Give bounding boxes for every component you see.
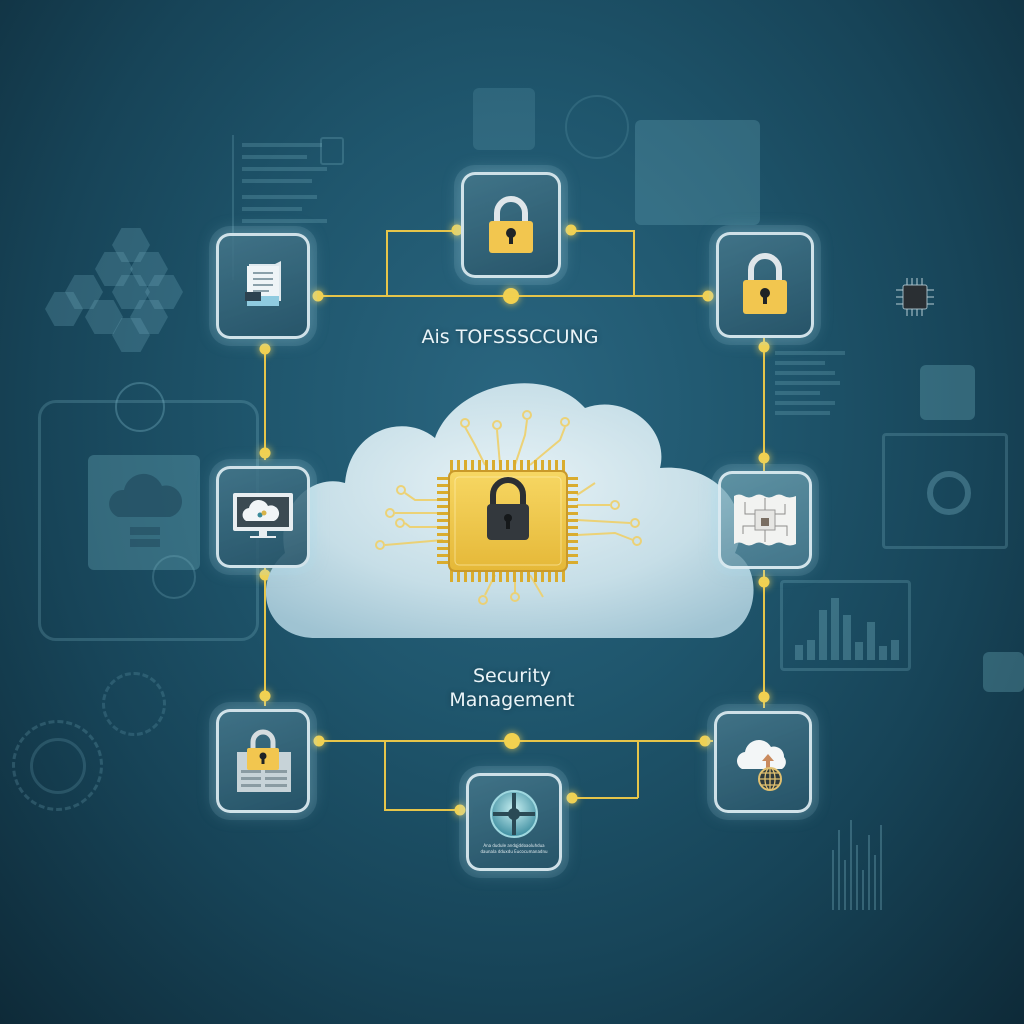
connector-top-bracket-left-h — [386, 230, 458, 232]
node-padlock-top[interactable] — [461, 172, 561, 278]
bg-bar-chart — [780, 580, 911, 671]
connector-dot — [503, 288, 519, 304]
node-circuit-board[interactable] — [718, 471, 812, 569]
node-caption: Ana dudule andqjddoaoluhdua daunala ddux… — [480, 843, 548, 854]
connector-dot — [758, 341, 770, 353]
title-bottom: Security Management — [412, 664, 612, 712]
connector-dot — [312, 290, 324, 302]
connector-bottom-bracket-left-h — [384, 809, 460, 811]
connector-dot — [758, 691, 770, 703]
connector-bottom-bracket-right-h — [570, 797, 638, 799]
bg-monitor — [882, 433, 1008, 549]
monitor-cloud-icon — [233, 493, 293, 538]
connector-dot — [504, 733, 520, 749]
bg-target-small — [102, 672, 166, 736]
shield-dial-icon — [490, 790, 538, 838]
connector-top-bracket-right-h — [570, 230, 634, 232]
connector-top-bracket-right — [633, 230, 635, 296]
bg-text-lines-right — [775, 345, 855, 460]
connector-dot — [259, 569, 271, 581]
connector-right-upper — [763, 337, 765, 471]
bg-target-large — [12, 720, 103, 811]
title-bottom-line1: Security — [472, 665, 552, 687]
bg-ring — [152, 555, 196, 599]
padlock-icon — [489, 196, 533, 253]
connector-dot — [259, 447, 271, 459]
connector-right-lower — [763, 570, 765, 708]
node-padlock-right[interactable] — [716, 232, 814, 338]
bg-chip-icon — [890, 272, 940, 322]
connector-bottom-bracket-right — [637, 740, 639, 798]
bg-vertical-bars — [830, 790, 900, 910]
connector-dot — [758, 576, 770, 588]
title-top: Ais TOFSSSCCUNG — [421, 326, 599, 348]
node-cloud-upload[interactable] — [714, 711, 812, 813]
connector-dot — [454, 804, 466, 816]
bg-target-inner — [30, 738, 86, 794]
bg-square-icon — [320, 137, 344, 165]
node-monitor-cloud[interactable] — [216, 466, 310, 568]
connector-dot — [451, 224, 463, 236]
connector-dot — [565, 224, 577, 236]
bg-cloud-tile — [88, 455, 200, 570]
connector-top-bracket-left — [386, 230, 388, 296]
node-locked-database[interactable] — [216, 709, 310, 813]
connector-dot — [259, 343, 271, 355]
bg-chart-tile — [473, 88, 535, 150]
bg-app-tile — [920, 365, 975, 420]
bg-circle — [565, 95, 629, 159]
node-shield-dial[interactable]: Ana dudule andqjddoaoluhdua daunala ddux… — [466, 773, 562, 871]
document-files-icon — [245, 261, 281, 306]
connector-dot — [702, 290, 714, 302]
connector-dot — [259, 690, 271, 702]
connector-left-upper — [264, 348, 266, 460]
connector-bottom-bracket-left — [384, 740, 386, 810]
connector-dot — [313, 735, 325, 747]
locked-database-icon — [237, 729, 291, 792]
connector-dot — [699, 735, 711, 747]
title-bottom-line2: Management — [449, 689, 575, 711]
node-document[interactable] — [216, 233, 310, 339]
padlock-icon — [743, 253, 787, 314]
bg-panel — [635, 120, 760, 225]
connector-left-lower — [264, 568, 266, 706]
circuit-board-lock-icon — [734, 494, 796, 546]
cloud-upload-globe-icon — [737, 739, 786, 791]
connector-dot — [566, 792, 578, 804]
chip-lock-icon — [365, 405, 655, 605]
bg-tile-right — [983, 652, 1024, 692]
bg-gear-circle — [115, 382, 165, 432]
connector-dot — [758, 452, 770, 464]
